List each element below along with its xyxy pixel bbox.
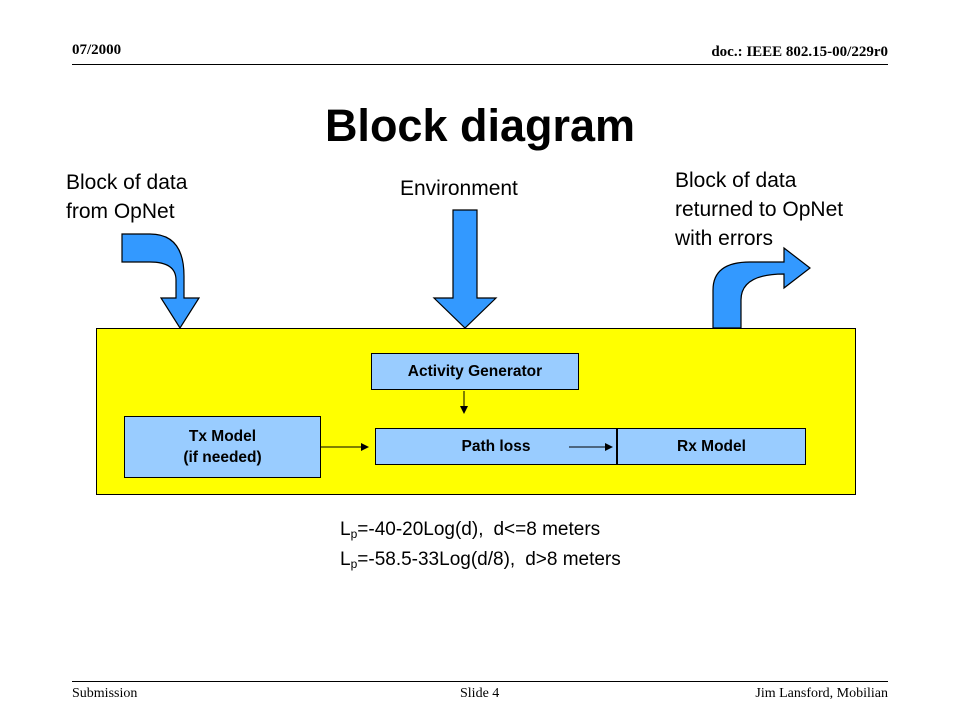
activity-generator-block: Activity Generator bbox=[371, 353, 579, 390]
output-arrow bbox=[712, 246, 811, 329]
path-loss-equation-far: Lp=-58.5-33Log(d/8), d>8 meters bbox=[340, 549, 621, 571]
rx-model-block: Rx Model bbox=[617, 428, 806, 465]
tx-model-label: Tx Model bbox=[188, 428, 257, 445]
eq-expression: =-40-20Log(d), bbox=[357, 519, 484, 540]
environment-arrow bbox=[432, 209, 498, 329]
header-date: 07/2000 bbox=[72, 42, 122, 58]
input-label: Block of data from OpNet bbox=[66, 168, 187, 226]
footer-slide-number: Slide 4 bbox=[460, 686, 500, 701]
input-label-line: Block of data bbox=[66, 171, 188, 194]
environment-label: Environment bbox=[400, 177, 518, 200]
footer-author: Jim Lansford, Mobilian bbox=[755, 686, 888, 701]
output-label-line: Block of data bbox=[675, 169, 797, 192]
eq-symbol: L bbox=[340, 549, 351, 570]
path-loss-equation-near: Lp=-40-20Log(d), d<=8 meters bbox=[340, 519, 600, 541]
footer-submission: Submission bbox=[72, 686, 138, 701]
slide-title: Block diagram bbox=[324, 100, 636, 151]
eq-subscript: p bbox=[350, 527, 358, 541]
footer-rule bbox=[72, 681, 888, 682]
output-label-line: returned to OpNet bbox=[675, 198, 844, 221]
eq-condition: d>8 meters bbox=[525, 549, 621, 570]
header-rule bbox=[72, 64, 888, 65]
eq-condition: d<=8 meters bbox=[493, 519, 601, 540]
input-label-line: from OpNet bbox=[66, 200, 175, 223]
output-label-line: with errors bbox=[675, 227, 774, 250]
eq-expression: =-58.5-33Log(d/8), bbox=[357, 549, 516, 570]
tx-model-block: Tx Model (if needed) bbox=[124, 416, 321, 478]
eq-subscript: p bbox=[350, 557, 358, 571]
output-label: Block of data returned to OpNet with err… bbox=[675, 166, 843, 253]
tx-model-note: (if needed) bbox=[183, 449, 262, 466]
header-doc-id: doc.: IEEE 802.15-00/229r0 bbox=[711, 44, 888, 60]
eq-symbol: L bbox=[340, 519, 351, 540]
